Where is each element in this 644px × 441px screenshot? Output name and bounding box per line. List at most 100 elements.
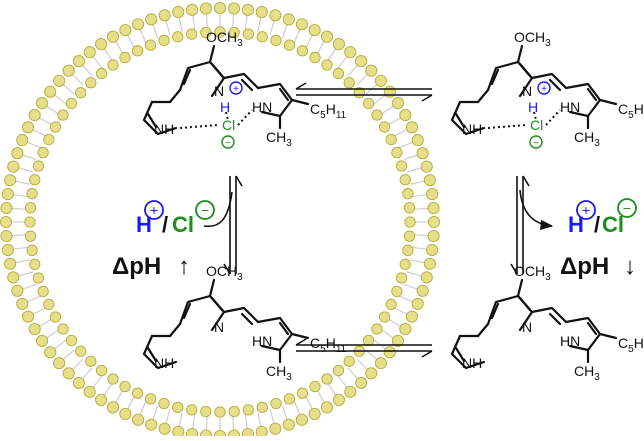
- lipid-head: [4, 174, 17, 187]
- lipid-head: [420, 160, 433, 173]
- lipid-head: [423, 257, 436, 270]
- lipid-head: [283, 393, 296, 405]
- right-transport-label: H + / Cl − ΔpH ↓: [560, 198, 637, 280]
- minus-sign: −: [201, 202, 209, 218]
- lipid-head: [344, 385, 357, 398]
- equilibrium-right: [510, 175, 530, 275]
- chloride-label-left: Cl: [172, 212, 194, 237]
- lipid-head: [241, 3, 254, 16]
- lipid-head: [85, 77, 97, 89]
- minus-sign: −: [225, 138, 231, 149]
- lipid-tail: [407, 169, 416, 173]
- bond: [548, 78, 562, 92]
- bond: [516, 278, 524, 298]
- lipid-head: [28, 108, 41, 122]
- lipid-head: [44, 346, 57, 359]
- lipid-head: [107, 59, 119, 71]
- lipid-head: [343, 355, 355, 367]
- lipid-head: [321, 59, 333, 71]
- lipid-head: [426, 243, 439, 256]
- lipid-tail: [281, 30, 286, 39]
- lipid-tail: [21, 182, 30, 185]
- lipid-tail: [193, 21, 196, 30]
- pyrrole-hn-label: HN: [252, 333, 272, 349]
- lipid-head: [308, 24, 321, 37]
- lipid-head: [426, 188, 439, 201]
- bond: [142, 100, 178, 136]
- lipid-head: [399, 108, 412, 122]
- lipid-head: [0, 201, 13, 215]
- lipid-tail: [407, 271, 416, 275]
- lipid-head: [145, 13, 158, 26]
- lipid-head: [1, 188, 14, 201]
- plus-charge-icon: [144, 200, 164, 220]
- pentyl-label: C5H11: [618, 335, 644, 355]
- plus-sign: +: [150, 202, 158, 218]
- lipid-head: [144, 393, 157, 405]
- lipid-head: [200, 26, 212, 39]
- lipid-head: [145, 418, 158, 431]
- lipid-head: [75, 345, 87, 357]
- bond: [240, 312, 254, 326]
- lipid-head: [227, 2, 241, 15]
- lipid-head: [4, 257, 17, 270]
- lipid-head: [402, 244, 414, 256]
- lipid-head: [44, 85, 57, 98]
- minus-charge-icon: [529, 135, 543, 149]
- bond: [179, 124, 219, 129]
- chloride-label-right: Cl: [602, 212, 624, 237]
- lipid-head: [83, 46, 96, 59]
- methyl-label: CH3: [574, 129, 600, 149]
- lipid-head: [296, 45, 309, 57]
- lipid-head: [228, 405, 240, 418]
- lipid-head: [16, 297, 29, 310]
- bond: [210, 62, 224, 78]
- lipid-head: [309, 51, 321, 64]
- lipid-tail: [33, 295, 41, 300]
- lipid-head: [365, 64, 378, 77]
- lipid-head: [106, 401, 120, 414]
- lipid-head: [7, 160, 20, 173]
- bond: [476, 88, 490, 104]
- lipid-head: [186, 3, 199, 16]
- lipid-head: [320, 401, 334, 414]
- delta-ph-right: ΔpH: [560, 253, 609, 280]
- lipid-tail: [373, 339, 381, 346]
- pyrrole-hn-label: HN: [560, 333, 580, 349]
- lipid-head: [416, 284, 429, 297]
- lipid-head: [57, 109, 69, 121]
- lipid-head: [344, 46, 357, 59]
- lipid-head: [362, 334, 375, 347]
- bond: [454, 346, 466, 363]
- lipid-head: [1, 243, 14, 256]
- lipid-head: [404, 216, 416, 228]
- up-arrow-icon: ↑: [178, 253, 190, 280]
- lipid-head: [158, 422, 171, 435]
- bond: [208, 278, 216, 298]
- proton-label-right: H: [568, 212, 584, 237]
- lipid-head: [22, 121, 35, 134]
- lipid-head: [49, 121, 62, 133]
- lipid-head: [399, 322, 412, 336]
- lipid-head: [83, 385, 96, 398]
- lipid-head: [416, 147, 429, 160]
- lipid-head: [107, 373, 119, 385]
- equilibrium-left: [223, 175, 243, 275]
- uptake-curved-arrow: [203, 191, 233, 228]
- lipid-tail: [24, 271, 33, 275]
- lipid-tail: [399, 144, 407, 149]
- lipid-head: [321, 373, 333, 385]
- lipid-head: [343, 77, 355, 89]
- bond: [490, 68, 500, 86]
- lipid-head: [119, 380, 131, 393]
- methyl-label: CH3: [266, 363, 292, 383]
- lipid-head: [131, 45, 144, 57]
- lipid-tail: [96, 61, 103, 69]
- lipid-head: [391, 146, 403, 159]
- lipid-head: [29, 258, 41, 270]
- proton-label-left: H: [136, 212, 152, 237]
- bond: [222, 306, 260, 324]
- lipid-head: [172, 425, 185, 438]
- lipid-head: [256, 401, 268, 413]
- chloride-label: Cl: [222, 117, 235, 133]
